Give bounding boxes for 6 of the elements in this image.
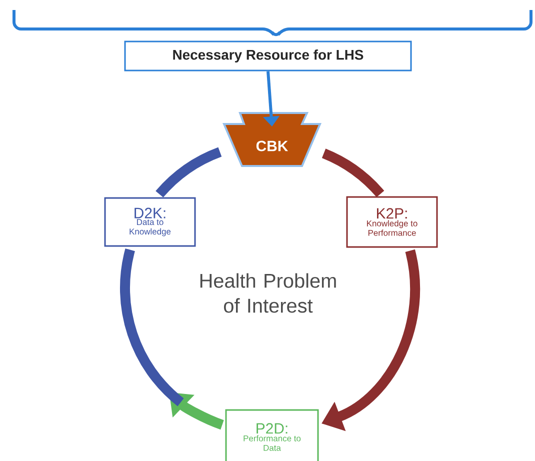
keystone: CBK — [222, 112, 322, 167]
process-box: D2K: Data to Knowledge — [104, 197, 196, 247]
center-label: Health Problem of Interest — [200, 273, 336, 313]
process-box: K2P: Knowledge to Performance — [346, 196, 438, 248]
resource-box: Necessary Resource for LHS — [124, 40, 412, 72]
process-box: P2D: Performance to Data — [225, 409, 319, 461]
